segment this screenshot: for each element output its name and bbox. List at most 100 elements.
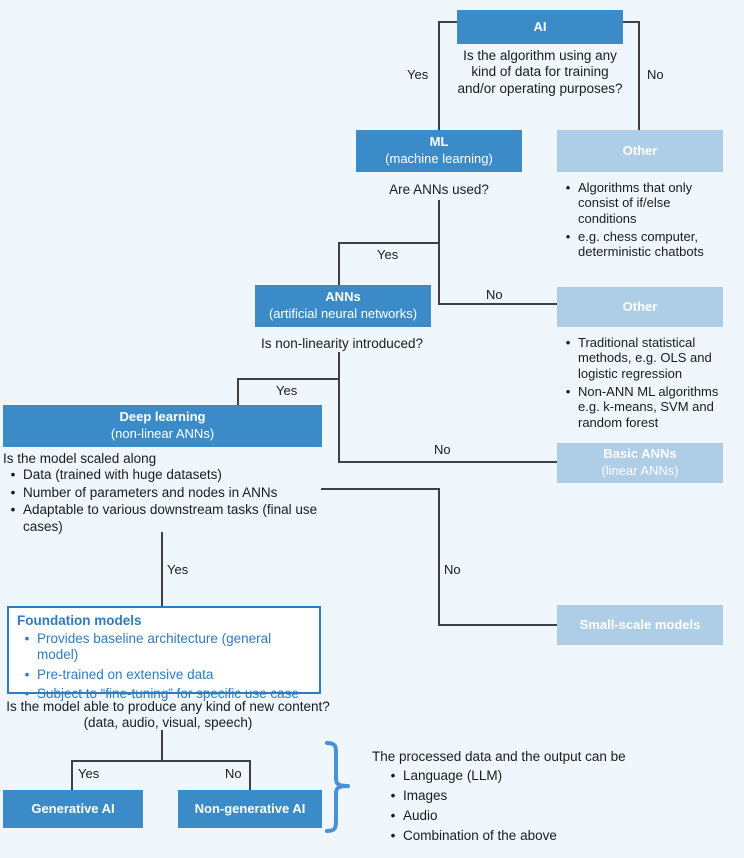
branch-label-no: No	[647, 67, 664, 82]
list-item: • Audio	[383, 808, 633, 824]
list-item-text: Audio	[403, 807, 438, 823]
scaled-bullet: • Number of parameters and nodes in ANNs	[3, 485, 335, 501]
node-ml-subtitle: (machine learning)	[385, 151, 493, 166]
bullet-icon: •	[565, 180, 571, 195]
list-item: • e.g. chess computer, deterministic cha…	[558, 229, 728, 260]
node-small-scale-models-title: Small-scale models	[579, 616, 701, 632]
branch-label-no: No	[486, 287, 503, 302]
list-item: • Algorithms that only consist of if/els…	[558, 180, 728, 226]
node-generative-ai-title: Generative AI	[31, 800, 115, 816]
question-model-scaled: Is the model scaled along • Data (traine…	[3, 451, 335, 536]
connector-line	[438, 200, 440, 305]
connector-line	[438, 21, 440, 131]
other-rules-bullets: • Algorithms that only consist of if/els…	[558, 180, 728, 263]
connector-line	[161, 730, 163, 762]
connector-line	[71, 760, 251, 762]
foundation-bullet-text: Pre-trained on extensive data	[37, 666, 214, 682]
bullet-icon: •	[390, 787, 396, 803]
node-anns: ANNs (artificial neural networks)	[255, 285, 431, 327]
connector-line	[338, 242, 340, 286]
list-item-text: Images	[403, 787, 448, 803]
question-anns-used: Are ANNs used?	[389, 182, 489, 197]
node-deep-learning-title: Deep learning	[119, 409, 206, 425]
connector-line	[338, 461, 558, 463]
list-item: • Traditional statistical methods, e.g. …	[558, 335, 730, 381]
node-small-scale-models: Small-scale models	[557, 605, 723, 645]
node-other-rules-title: Other	[622, 142, 658, 158]
node-ai-title: AI	[533, 18, 547, 34]
output-note-title: The processed data and the output can be	[372, 749, 626, 764]
branch-label-yes: Yes	[377, 247, 399, 262]
list-item: • Non-ANN ML algorithms e.g. k-means, SV…	[558, 384, 730, 430]
node-other-statistical: Other	[557, 287, 723, 327]
node-foundation-models: Foundation models • Provides baseline ar…	[7, 606, 321, 701]
node-foundation-models-title: Foundation models	[17, 613, 142, 628]
node-deep-learning-subtitle: (non-linear ANNs)	[110, 426, 215, 441]
list-item: • Images	[383, 788, 633, 804]
foundation-bullet: • Pre-trained on extensive data	[17, 667, 311, 683]
bullet-icon: •	[10, 467, 16, 483]
branch-label-yes: Yes	[407, 67, 429, 82]
branch-label-no: No	[434, 442, 451, 457]
foundation-bullet-text: Subject to “fine-tuning” for specific us…	[37, 685, 299, 701]
connector-line	[438, 624, 558, 626]
node-non-generative-ai-title: Non-generative AI	[194, 800, 306, 816]
node-anns-title: ANNs	[325, 289, 361, 305]
bullet-icon: •	[390, 827, 396, 843]
branch-label-yes: Yes	[167, 562, 189, 577]
connector-line	[321, 488, 440, 490]
connector-line	[338, 242, 440, 244]
connector-line	[621, 21, 640, 23]
connector-line	[338, 352, 340, 463]
foundation-bullet-text: Provides baseline architecture (general …	[37, 631, 272, 663]
connector-line	[71, 760, 73, 790]
question-new-content-line1: Is the model able to produce any kind of…	[6, 699, 330, 714]
list-item: • Combination of the above	[383, 828, 633, 844]
bullet-icon: •	[10, 484, 16, 500]
question-data-usage: Is the algorithm using any kind of data …	[457, 48, 623, 96]
connector-line	[237, 378, 340, 380]
branch-label-yes: Yes	[78, 766, 100, 781]
list-item: • Language (LLM)	[383, 768, 633, 784]
other-statistical-bullets: • Traditional statistical methods, e.g. …	[558, 335, 730, 433]
list-item-text: Combination of the above	[403, 827, 557, 843]
node-other-rules: Other	[557, 130, 723, 172]
node-basic-anns: Basic ANNs (linear ANNs)	[557, 443, 723, 483]
node-other-statistical-title: Other	[622, 298, 658, 314]
node-ml-title: ML	[429, 134, 449, 150]
node-anns-subtitle: (artificial neural networks)	[268, 306, 418, 321]
connector-line	[438, 303, 558, 305]
bullet-icon: •	[565, 383, 571, 399]
list-item-text: Language (LLM)	[403, 768, 503, 783]
connector-line	[438, 488, 440, 626]
node-deep-learning: Deep learning (non-linear ANNs)	[3, 405, 322, 447]
node-ml: ML (machine learning)	[356, 130, 522, 172]
node-non-generative-ai: Non-generative AI	[178, 790, 322, 828]
scaled-bullet-text: Adaptable to various downstream tasks (f…	[23, 502, 318, 534]
question-model-scaled-intro: Is the model scaled along	[3, 451, 157, 466]
bullet-icon: •	[390, 768, 396, 783]
bullet-icon: •	[24, 631, 30, 647]
branch-label-no: No	[444, 562, 461, 577]
connector-line	[249, 760, 251, 790]
branch-label-yes: Yes	[276, 383, 298, 398]
node-generative-ai: Generative AI	[3, 790, 143, 828]
list-item-text: Non-ANN ML algorithms e.g. k-means, SVM …	[578, 383, 719, 430]
question-new-content: Is the model able to produce any kind of…	[0, 699, 336, 732]
curly-brace-icon	[325, 741, 350, 833]
connector-line	[439, 21, 459, 23]
question-non-linearity: Is non-linearity introduced?	[260, 336, 424, 351]
bullet-icon: •	[24, 666, 30, 682]
list-item-text: Traditional statistical methods, e.g. OL…	[578, 335, 712, 381]
scaled-bullet-text: Data (trained with huge datasets)	[23, 467, 222, 483]
foundation-bullet: • Provides baseline architecture (genera…	[17, 631, 311, 663]
bullet-icon: •	[10, 502, 16, 518]
list-item-text: Algorithms that only consist of if/else …	[578, 180, 693, 226]
scaled-bullet-text: Number of parameters and nodes in ANNs	[23, 484, 278, 500]
output-note-bullets: • Language (LLM) • Images • Audio • Comb…	[383, 768, 633, 847]
list-item-text: e.g. chess computer, deterministic chatb…	[578, 228, 704, 260]
connector-line	[638, 21, 640, 131]
bullet-icon: •	[565, 335, 571, 350]
scaled-bullet: • Data (trained with huge datasets)	[3, 467, 335, 483]
